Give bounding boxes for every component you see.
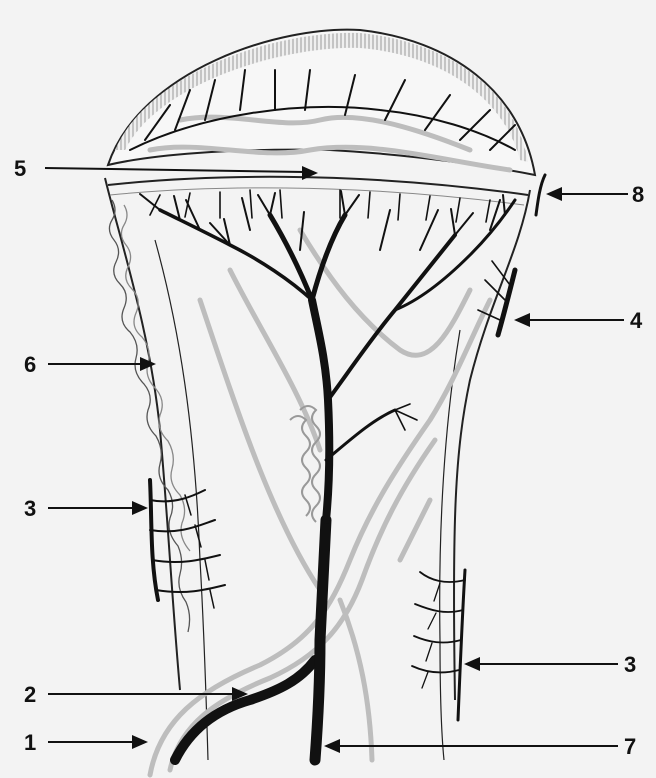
periosteal-plexus: [109, 200, 190, 632]
arrowhead-6: [140, 357, 156, 371]
arrowhead-4: [514, 313, 530, 327]
label-4: 4: [630, 308, 643, 333]
epiphyseal-artery: [536, 175, 545, 215]
periosteal-arteries-left: [150, 480, 225, 608]
periosteal-arteries-right: [412, 570, 465, 720]
label-8: 8: [632, 182, 644, 207]
nutrient-artery-tree: [130, 70, 515, 760]
arrowhead-7: [324, 739, 340, 753]
label-3-left: 3: [24, 496, 36, 521]
label-5: 5: [14, 156, 26, 181]
sinusoid-cluster: [290, 406, 320, 522]
leader-line-5: [45, 168, 305, 172]
arrowhead-8: [546, 187, 562, 201]
arrowhead-1: [132, 735, 148, 749]
articular-cartilage: [108, 30, 535, 175]
label-7: 7: [624, 734, 636, 759]
label-1: 1: [24, 730, 36, 755]
label-3-right: 3: [624, 652, 636, 677]
arrowhead-3-left: [132, 501, 148, 515]
label-2: 2: [24, 682, 36, 707]
growth-plate: [108, 177, 528, 205]
arrowhead-3-right: [464, 657, 480, 671]
label-6: 6: [24, 352, 36, 377]
